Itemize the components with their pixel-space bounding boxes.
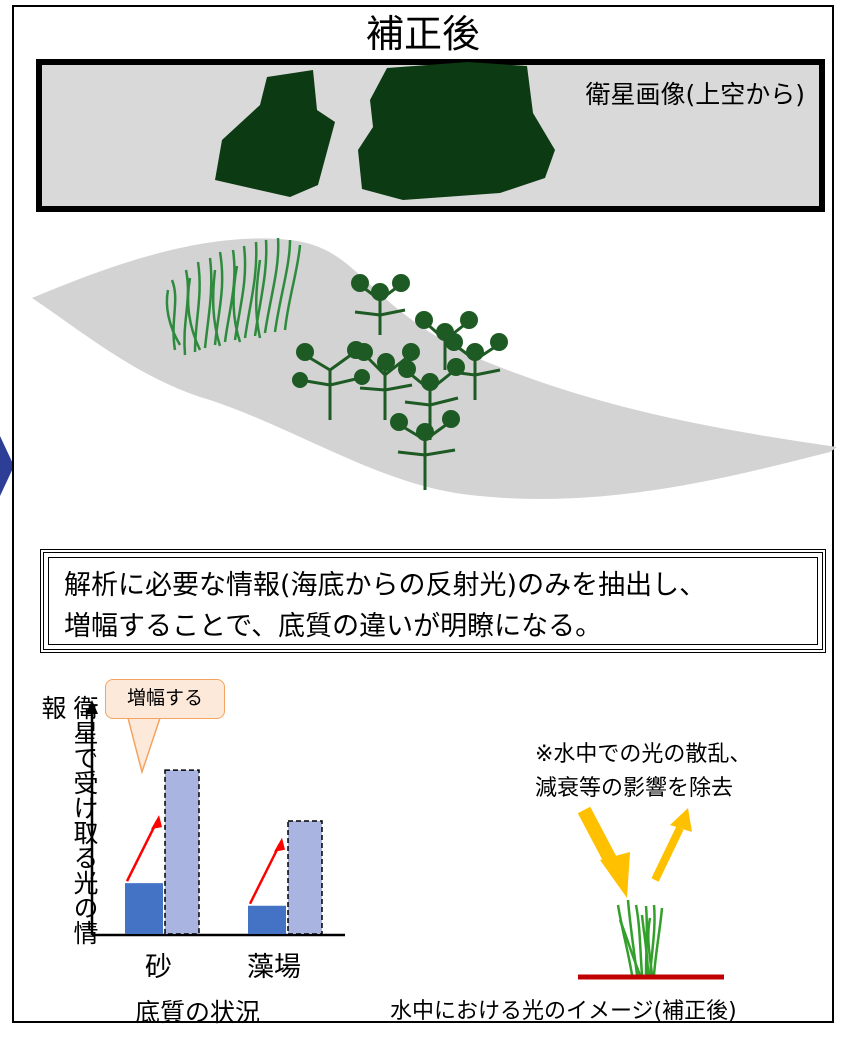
dark-patch-right: [358, 62, 555, 200]
bar-chart-axes: [90, 712, 345, 937]
light-diagram-caption: 水中における光のイメージ(補正後): [390, 999, 737, 1024]
satellite-image-label: 衛星画像(上空から): [585, 80, 805, 109]
scatter-note-line-1: ※水中での光の散乱、: [535, 742, 752, 767]
bar-after-1: [287, 820, 323, 935]
bar-before-0: [125, 883, 163, 934]
amplify-arrowhead-1: [274, 837, 285, 852]
amplify-arrowhead-0: [151, 815, 162, 830]
amplify-callout: 増幅する: [105, 679, 225, 719]
bar-after-0: [164, 769, 200, 935]
panel-frame: [12, 5, 834, 1023]
reflected-light-arrowhead: [670, 808, 692, 832]
dark-patch-left: [215, 70, 335, 197]
previous-panel-arrow-tip: [0, 436, 14, 496]
bar-chart-y-label: 衛星で受け取る光の情報: [38, 695, 99, 945]
y-axis-arrowhead: [86, 700, 98, 714]
x-tick-sand: 砂: [145, 952, 172, 983]
incoming-light-arrowhead: [600, 852, 630, 898]
explanation-box: 解析に必要な情報(海底からの反射光)のみを抽出し、 増幅することで、底質の違いが…: [40, 549, 826, 653]
panel-title: 補正後: [365, 12, 480, 56]
scatter-note-line-2: 減衰等の影響を除去: [535, 776, 734, 801]
amplify-arrow-1: [248, 843, 282, 905]
reflected-light-arrow: [651, 826, 684, 882]
incoming-light-arrow: [577, 806, 620, 869]
scatter-removal-note: ※水中での光の散乱、 減衰等の影響を除去: [535, 738, 751, 806]
seagrass-cluster: [165, 237, 302, 356]
amplify-arrow-0: [125, 820, 159, 882]
kelp-foliage: [292, 274, 508, 441]
bar-before-1: [248, 905, 286, 934]
seagrass-icon: [616, 899, 664, 976]
bar-chart-x-label: 底質の状況: [135, 998, 261, 1027]
x-tick-seaweed-bed: 藻場: [247, 952, 301, 983]
explanation-line-1: 解析に必要な情報(海底からの反射光)のみを抽出し、: [64, 570, 707, 601]
explanation-line-2: 増幅することで、底質の違いが明瞭になる。: [64, 611, 603, 642]
